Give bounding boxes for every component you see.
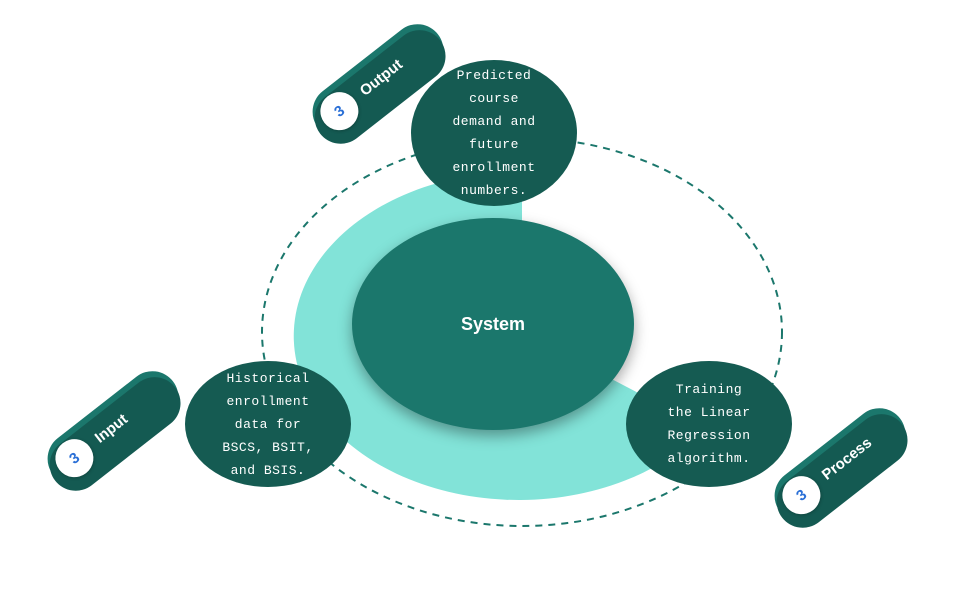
output-step-badge: 3	[312, 84, 367, 138]
input-step-badge: 3	[47, 431, 102, 485]
process-description: Training the Linear Regression algorithm…	[667, 382, 751, 466]
process-step-badge: 3	[774, 468, 829, 522]
output-description-bubble: Predicted course demand and future enrol…	[411, 60, 577, 206]
process-description-bubble: Training the Linear Regression algorithm…	[626, 361, 792, 487]
input-description-bubble: Historical enrollment data for BSCS, BSI…	[185, 361, 351, 487]
input-description: Historical enrollment data for BSCS, BSI…	[222, 370, 314, 478]
dashed-cycle-ring	[261, 137, 783, 527]
system-center-node: System	[352, 218, 634, 430]
system-label: System	[460, 313, 526, 334]
output-description: Predicted course demand and future enrol…	[452, 68, 536, 198]
